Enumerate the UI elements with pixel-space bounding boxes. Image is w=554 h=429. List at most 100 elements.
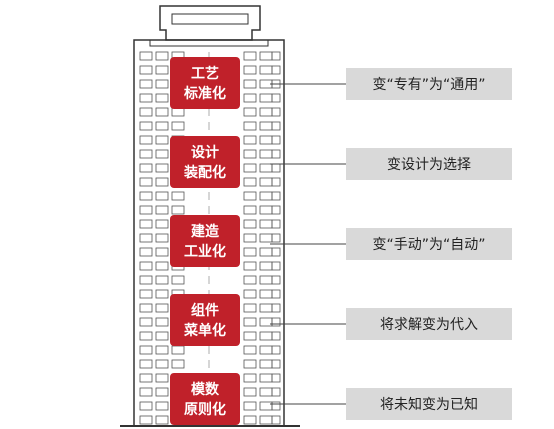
window (259, 65, 273, 75)
window (171, 275, 185, 285)
window (139, 359, 153, 369)
stage-box (170, 215, 240, 267)
window (271, 51, 281, 61)
window (171, 205, 185, 215)
stage-title-line1: 建造 (191, 223, 219, 240)
window (155, 359, 169, 369)
window (243, 387, 257, 397)
window (171, 359, 185, 369)
stage-item: 模数原则化将未知变为已知 (170, 373, 512, 425)
window (243, 205, 257, 215)
result-label: 将求解变为代入 (380, 317, 478, 333)
window (259, 51, 273, 61)
window (259, 345, 273, 355)
result-box (346, 148, 512, 180)
window (271, 135, 281, 145)
window (271, 359, 281, 369)
window (259, 191, 273, 201)
window (155, 219, 169, 229)
stage-title-line1: 设计 (191, 144, 219, 161)
window (139, 93, 153, 103)
window (243, 135, 257, 145)
window (259, 289, 273, 299)
window (139, 163, 153, 173)
window (155, 107, 169, 117)
window (155, 303, 169, 313)
window (155, 135, 169, 145)
window (259, 219, 273, 229)
window (171, 121, 185, 131)
window (139, 303, 153, 313)
building-roof (159, 5, 261, 41)
result-box (346, 388, 512, 420)
result-label: 变“手动”为“自动” (372, 237, 485, 253)
window (259, 177, 273, 187)
window (155, 163, 169, 173)
window (243, 93, 257, 103)
window (139, 275, 153, 285)
stage-box (170, 57, 240, 109)
window (259, 247, 273, 257)
window (243, 121, 257, 131)
building-upper-setback (134, 39, 284, 47)
window (155, 177, 169, 187)
window (243, 275, 257, 285)
stage-box (170, 136, 240, 188)
window (271, 191, 281, 201)
window (259, 163, 273, 173)
stage-title-line2: 菜单化 (183, 322, 226, 339)
window (271, 65, 281, 75)
window (155, 345, 169, 355)
window (259, 107, 273, 117)
window (243, 79, 257, 89)
stage-box (170, 294, 240, 346)
window (271, 289, 281, 299)
window (259, 303, 273, 313)
window (243, 373, 257, 383)
window (271, 401, 281, 411)
stage-title-line1: 模数 (191, 381, 220, 398)
window (271, 121, 281, 131)
window (243, 261, 257, 271)
window (139, 79, 153, 89)
window (155, 93, 169, 103)
stage-title-line2: 标准化 (183, 85, 226, 102)
stage-title-line1: 组件 (191, 302, 219, 319)
window (259, 261, 273, 271)
window (271, 303, 281, 313)
window (139, 107, 153, 117)
window (259, 275, 273, 285)
window (271, 331, 281, 341)
window (155, 51, 169, 61)
window (139, 191, 153, 201)
window (259, 233, 273, 243)
window (155, 317, 169, 327)
window (155, 191, 169, 201)
window (243, 107, 257, 117)
window (271, 205, 281, 215)
window (271, 317, 281, 327)
result-box (346, 68, 512, 100)
result-box (346, 308, 512, 340)
window (243, 191, 257, 201)
window (155, 415, 169, 425)
window (139, 415, 153, 425)
window (139, 317, 153, 327)
window (259, 415, 273, 425)
window (271, 373, 281, 383)
window (139, 219, 153, 229)
result-label: 将未知变为已知 (380, 396, 478, 413)
window (155, 373, 169, 383)
window (171, 191, 185, 201)
window (155, 121, 169, 131)
result-box (346, 228, 512, 260)
building (120, 5, 300, 427)
window (155, 289, 169, 299)
window (259, 359, 273, 369)
window (155, 205, 169, 215)
stage-title-line2: 装配化 (183, 164, 226, 181)
window (243, 359, 257, 369)
